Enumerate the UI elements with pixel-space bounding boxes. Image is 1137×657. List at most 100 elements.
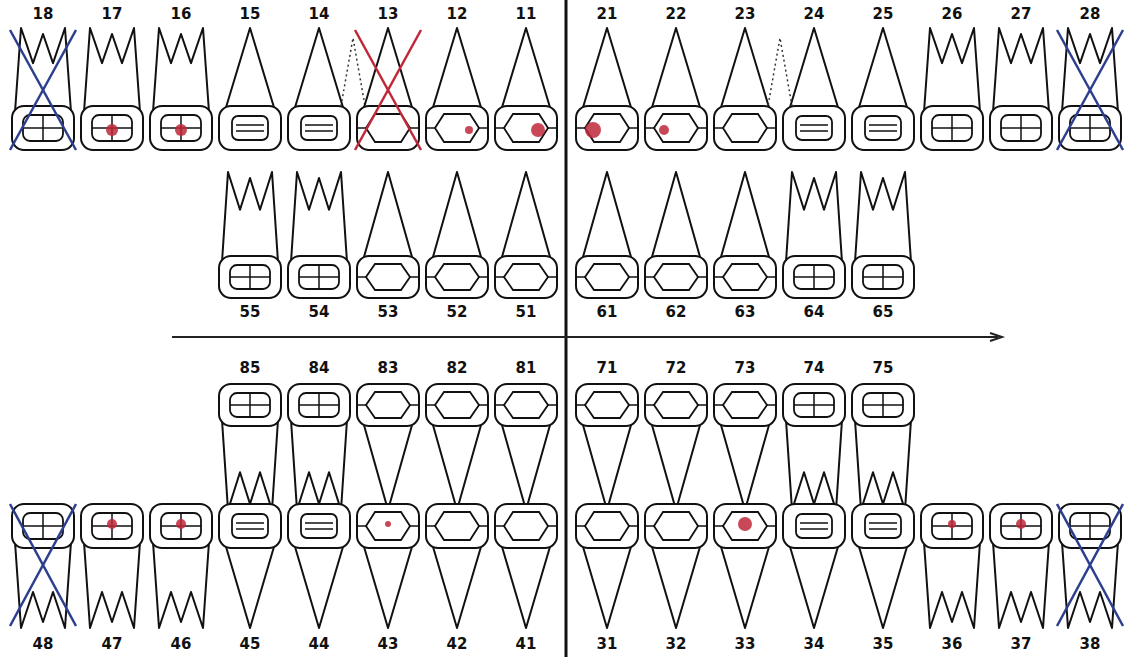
tooth-surface	[435, 512, 479, 540]
tooth-number: 83	[377, 360, 400, 377]
dotted-outline	[768, 38, 792, 106]
extraction-cross	[10, 504, 76, 626]
tooth-crown	[852, 504, 914, 548]
tooth-surface	[1001, 127, 1041, 129]
tooth-crown	[645, 256, 707, 298]
tooth-crown	[288, 256, 350, 298]
tooth-surface	[161, 513, 201, 539]
tooth-crown	[495, 504, 557, 548]
tooth-surface	[1070, 115, 1110, 141]
tooth-crown	[219, 384, 281, 426]
tooth-surface	[410, 525, 419, 527]
tooth-root	[650, 418, 702, 510]
tooth-surface	[495, 276, 504, 278]
tooth-surface	[230, 404, 270, 406]
tooth-number: 48	[32, 636, 55, 653]
caries-mark	[176, 519, 186, 529]
tooth-surface	[92, 513, 132, 539]
tooth	[921, 504, 983, 628]
tooth-surface	[576, 404, 585, 406]
tooth-surface	[548, 127, 557, 129]
tooth-crown	[990, 106, 1052, 150]
tooth-crown	[426, 384, 488, 426]
tooth	[426, 504, 488, 628]
tooth-surface	[357, 404, 366, 406]
tooth-number: 85	[239, 360, 262, 377]
tooth-surface	[932, 127, 972, 129]
tooth-crown	[783, 106, 845, 150]
tooth-crown	[852, 106, 914, 150]
tooth	[714, 28, 776, 150]
tooth	[768, 28, 845, 150]
tooth	[495, 172, 557, 298]
tooth-root	[581, 172, 633, 264]
tooth-crown	[576, 106, 638, 150]
extraction-cross	[1057, 30, 1123, 150]
caries-mark	[107, 519, 117, 529]
tooth-number: 15	[239, 6, 262, 23]
tooth	[355, 28, 421, 150]
tooth	[219, 28, 281, 150]
tooth-surface	[23, 127, 63, 129]
tooth-number: 47	[101, 636, 124, 653]
tooth-root	[650, 28, 702, 114]
separator-line	[172, 336, 998, 338]
tooth-surface	[800, 522, 828, 524]
caries-mark	[738, 517, 752, 531]
caries-mark	[585, 122, 601, 138]
tooth-crown	[921, 504, 983, 548]
tooth-root	[431, 418, 483, 510]
tooth-root	[222, 172, 278, 262]
tooth-surface	[479, 127, 488, 129]
midline	[565, 0, 568, 657]
tooth	[288, 172, 350, 298]
caries-mark	[659, 125, 669, 135]
tooth	[81, 28, 143, 150]
tooth-surface	[305, 124, 333, 126]
extraction-cross	[10, 30, 76, 150]
tooth-number: 28	[1079, 6, 1102, 23]
tooth-surface	[869, 522, 897, 524]
tooth-number: 65	[872, 304, 895, 321]
tooth	[426, 28, 488, 150]
tooth-number: 22	[665, 6, 688, 23]
tooth-surface	[1001, 115, 1041, 141]
tooth-surface	[654, 114, 698, 142]
tooth	[1057, 504, 1123, 628]
tooth	[219, 504, 281, 628]
tooth	[288, 28, 365, 150]
tooth	[783, 504, 845, 628]
tooth-crown	[921, 106, 983, 150]
tooth-crown	[219, 504, 281, 548]
tooth-crown	[495, 106, 557, 150]
tooth-number: 55	[239, 304, 262, 321]
tooth-surface	[299, 393, 339, 417]
tooth	[714, 172, 776, 298]
tooth-surface	[800, 528, 828, 530]
tooth-crown	[150, 106, 212, 150]
tooth	[783, 172, 845, 298]
tooth-surface	[698, 525, 707, 527]
tooth-surface	[232, 116, 268, 140]
tooth-surface	[645, 127, 654, 129]
tooth-surface	[794, 276, 834, 278]
tooth-root	[153, 28, 209, 112]
tooth	[852, 172, 914, 298]
tooth-number: 52	[446, 304, 469, 321]
tooth-surface	[767, 127, 776, 129]
tooth-surface	[301, 116, 337, 140]
tooth-surface	[932, 115, 972, 141]
tooth-surface	[435, 114, 479, 142]
tooth-number: 75	[872, 360, 895, 377]
tooth	[150, 504, 212, 628]
tooth-root	[222, 420, 278, 510]
tooth-number: 72	[665, 360, 688, 377]
tooth-surface	[585, 264, 629, 290]
tooth-number: 37	[1010, 636, 1033, 653]
tooth-root	[581, 540, 633, 628]
caries-mark	[1016, 519, 1026, 529]
tooth-crown	[783, 504, 845, 548]
tooth-number: 13	[377, 6, 400, 23]
tooth-surface	[357, 276, 366, 278]
tooth-number: 45	[239, 636, 262, 653]
